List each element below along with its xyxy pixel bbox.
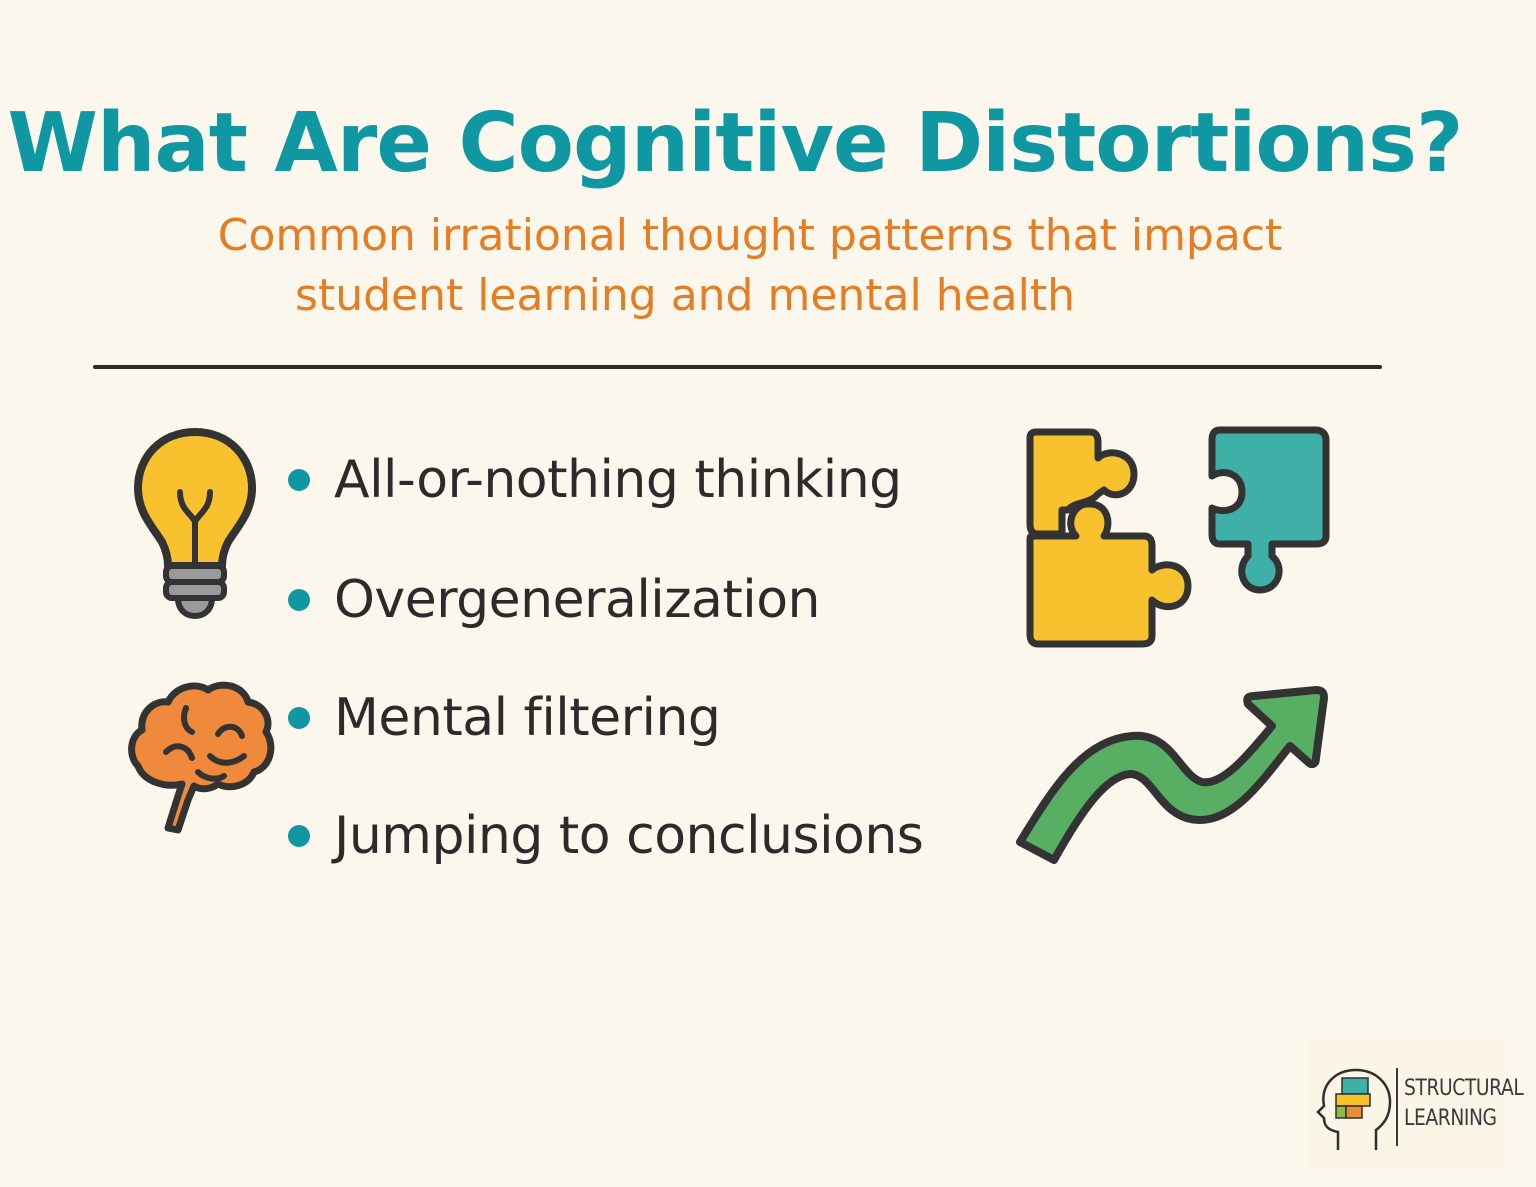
logo-line-2: LEARNING — [1404, 1106, 1497, 1131]
bullet-dot-icon — [288, 589, 310, 611]
list-item: Jumping to conclusions — [288, 806, 924, 866]
puzzle-pieces-icon — [1026, 426, 1330, 648]
list-item: Overgeneralization — [288, 570, 821, 630]
bullet-dot-icon — [288, 469, 310, 491]
logo-divider — [1396, 1068, 1398, 1146]
divider — [93, 365, 1382, 369]
head-logo-icon — [1316, 1068, 1392, 1150]
lightbulb-icon — [134, 428, 256, 620]
logo-line-1: STRUCTURAL — [1404, 1076, 1524, 1101]
brain-icon — [128, 681, 275, 834]
list-item: All-or-nothing thinking — [288, 450, 902, 510]
page-title: What Are Cognitive Distortions? — [7, 96, 1464, 191]
list-item-label: All-or-nothing thinking — [334, 450, 902, 510]
subtitle-line-2: student learning and mental health — [295, 270, 1075, 321]
logo-text: STRUCTURAL LEARNING — [1404, 1074, 1524, 1134]
upward-arrow-icon — [1016, 686, 1328, 864]
subtitle: Common irrational thought patterns that … — [0, 206, 1500, 326]
subtitle-line-1: Common irrational thought patterns that … — [217, 210, 1283, 261]
list-item: Mental filtering — [288, 688, 721, 748]
list-item-label: Jumping to conclusions — [334, 806, 924, 866]
structural-learning-logo: STRUCTURAL LEARNING — [1308, 1040, 1524, 1170]
list-item-label: Overgeneralization — [334, 570, 821, 630]
bullet-dot-icon — [288, 825, 310, 847]
bullet-dot-icon — [288, 707, 310, 729]
list-item-label: Mental filtering — [334, 688, 721, 748]
